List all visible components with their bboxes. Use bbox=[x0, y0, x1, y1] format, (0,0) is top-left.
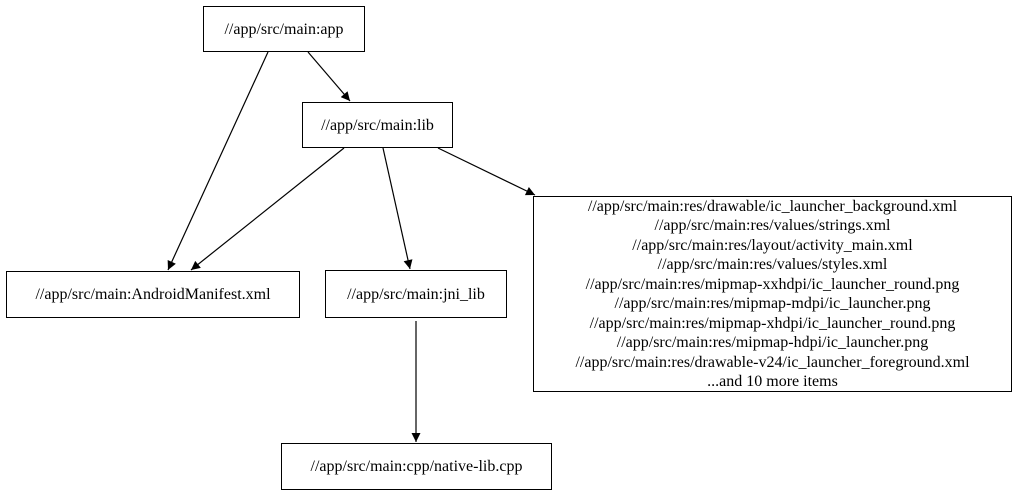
res-group-line: //app/src/main:res/values/styles.xml bbox=[657, 256, 888, 273]
res-group-more-items: ...and 10 more items bbox=[707, 373, 838, 390]
res-group-line: //app/src/main:res/drawable-v24/ic_launc… bbox=[575, 353, 970, 371]
node-native-lib-label: //app/src/main:cpp/native-lib.cpp bbox=[310, 458, 523, 475]
edge-lib-to-res-group bbox=[437, 147, 536, 196]
edge-lib-to-android-manifest bbox=[190, 147, 345, 271]
res-group-line: //app/src/main:res/layout/activity_main.… bbox=[632, 236, 913, 254]
node-app: //app/src/main:app bbox=[203, 6, 365, 52]
edge-lib-to-jni-lib bbox=[382, 147, 413, 270]
res-group-line: //app/src/main:res/mipmap-xxhdpi/ic_laun… bbox=[585, 275, 960, 293]
node-app-label: //app/src/main:app bbox=[224, 20, 344, 38]
res-group-line: //app/src/main:res/values/strings.xml bbox=[654, 217, 891, 234]
res-group-line: //app/src/main:res/drawable/ic_launcher_… bbox=[587, 197, 958, 215]
node-jni-lib-label: //app/src/main:jni_lib bbox=[347, 285, 485, 303]
edge-app-to-lib bbox=[307, 51, 351, 102]
node-native-lib: //app/src/main:cpp/native-lib.cpp bbox=[281, 443, 552, 490]
node-res-group: //app/src/main:res/drawable/ic_launcher_… bbox=[533, 196, 1012, 392]
node-jni-lib: //app/src/main:jni_lib bbox=[325, 270, 507, 318]
res-group-line: //app/src/main:res/mipmap-mdpi/ic_launch… bbox=[614, 295, 931, 312]
node-lib-label: //app/src/main:lib bbox=[321, 116, 434, 134]
node-android-manifest-label: //app/src/main:AndroidManifest.xml bbox=[35, 286, 271, 303]
node-android-manifest: //app/src/main:AndroidManifest.xml bbox=[6, 271, 300, 318]
res-group-line: //app/src/main:res/mipmap-hdpi/ic_launch… bbox=[616, 334, 929, 351]
edge-app-to-android-manifest bbox=[167, 51, 269, 271]
res-group-line: //app/src/main:res/mipmap-xhdpi/ic_launc… bbox=[589, 314, 956, 332]
node-lib: //app/src/main:lib bbox=[302, 102, 453, 148]
